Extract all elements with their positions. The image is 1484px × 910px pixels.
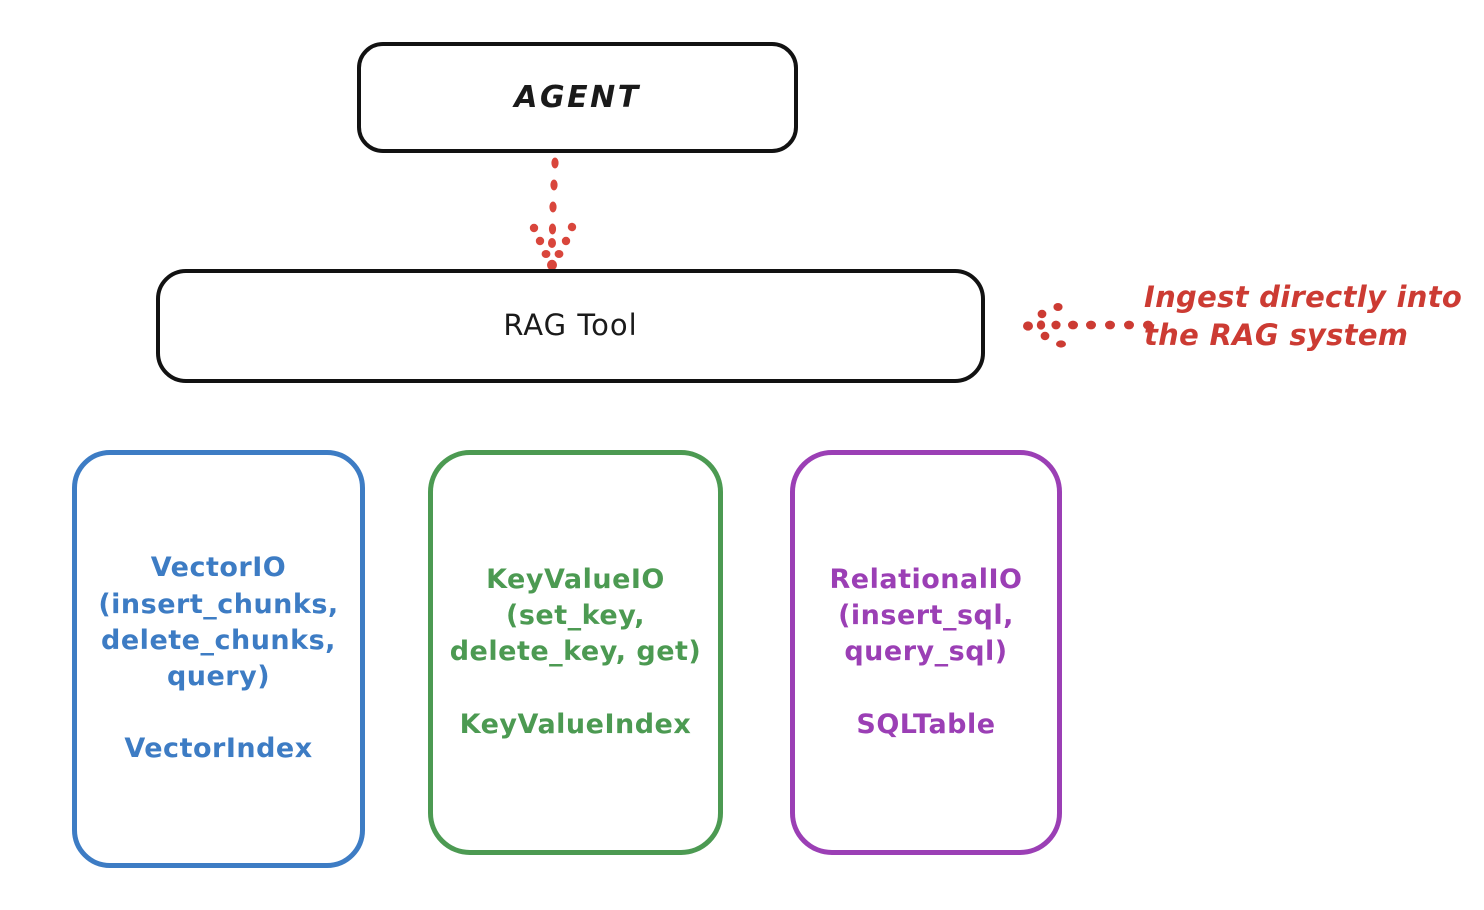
connector-ingest-to-rag-tool xyxy=(1018,295,1153,355)
node-relational-io-label: RelationalIO (insert_sql, query_sql) SQL… xyxy=(829,564,1023,740)
annotation-ingest-directly: Ingest directly into the RAG system xyxy=(1144,280,1463,352)
connector-agent-to-rag-tool xyxy=(505,155,625,273)
node-rag-tool[interactable]: RAG Tool xyxy=(156,269,985,383)
dotted-left-arrow-icon xyxy=(1023,303,1153,348)
node-agent-label: AGENT xyxy=(514,80,641,115)
node-key-value-io-label: KeyValueIO (set_key, delete_key, get) Ke… xyxy=(449,564,702,740)
node-vector-io[interactable]: VectorIO (insert_chunks, delete_chunks, … xyxy=(72,450,365,868)
dotted-down-arrow-icon xyxy=(529,157,577,271)
node-vector-io-label: VectorIO (insert_chunks, delete_chunks, … xyxy=(98,552,339,765)
node-rag-tool-label: RAG Tool xyxy=(503,308,638,343)
node-agent[interactable]: AGENT xyxy=(357,42,798,153)
node-relational-io[interactable]: RelationalIO (insert_sql, query_sql) SQL… xyxy=(790,450,1062,855)
node-key-value-io[interactable]: KeyValueIO (set_key, delete_key, get) Ke… xyxy=(428,450,723,855)
